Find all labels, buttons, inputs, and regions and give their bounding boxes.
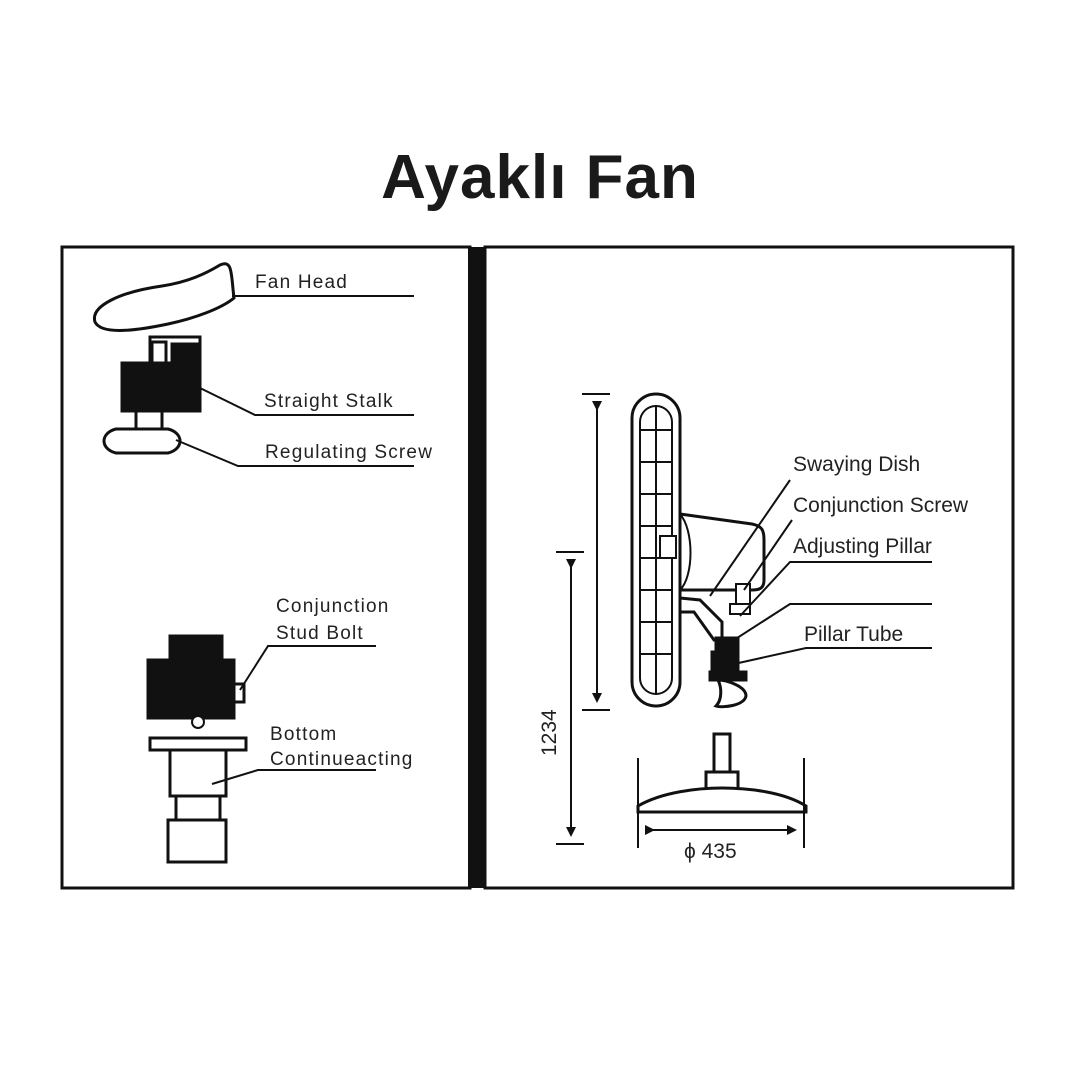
regulating-screw-leader [175,439,414,467]
label-height-dimension: 1234 [538,709,561,756]
label-swaying-dish: Swaying Dish [793,453,920,476]
straight-stalk-leader [199,387,414,416]
base-dish-part [636,786,808,814]
fan-head-part [93,262,236,332]
swaying-dish-leader [709,479,791,597]
conjunction-stud-bolt-leader [239,645,376,691]
adjusting-pillar-leader [739,561,932,617]
conjunction-screw-leader [743,519,793,591]
label-conjunction-screw: Conjunction Screw [793,494,969,517]
label-bottom-continueacting-line1: Bottom [270,724,337,745]
straight-stalk-part [120,335,202,431]
pillar-tube-leader [733,647,932,665]
label-fan-head: Fan Head [255,272,348,293]
label-conjunction-stud-bolt-line1: Conjunction [276,596,390,617]
bottom-continueacting-leader [211,769,376,785]
total-height-dimension [556,551,584,845]
right-panel-frame [483,245,1015,890]
label-conjunction-stud-bolt-line2: Stud Bolt [276,623,364,644]
page-title: Ayaklı Fan [381,143,699,212]
label-regulating-screw: Regulating Screw [265,442,433,463]
left-panel-frame [60,245,472,890]
base-pillar-part [704,732,740,794]
conjunction-stud-bolt-part [146,634,246,729]
label-base-diameter: ϕ 435 [684,840,737,863]
regulating-screw-part [102,427,182,455]
label-bottom-continueacting-line2: Continueacting [270,749,414,770]
label-straight-stalk: Straight Stalk [264,391,394,412]
label-pillar-tube: Pillar Tube [804,623,903,646]
panel-divider [468,247,485,888]
head-height-dimension [582,393,610,711]
stand-joint-part [678,583,751,709]
fan-guard-side-view [630,392,682,708]
bottom-continueacting-part [148,736,248,864]
label-adjusting-pillar: Adjusting Pillar [793,535,932,558]
adjusting-pillar-leader-2 [733,603,932,641]
